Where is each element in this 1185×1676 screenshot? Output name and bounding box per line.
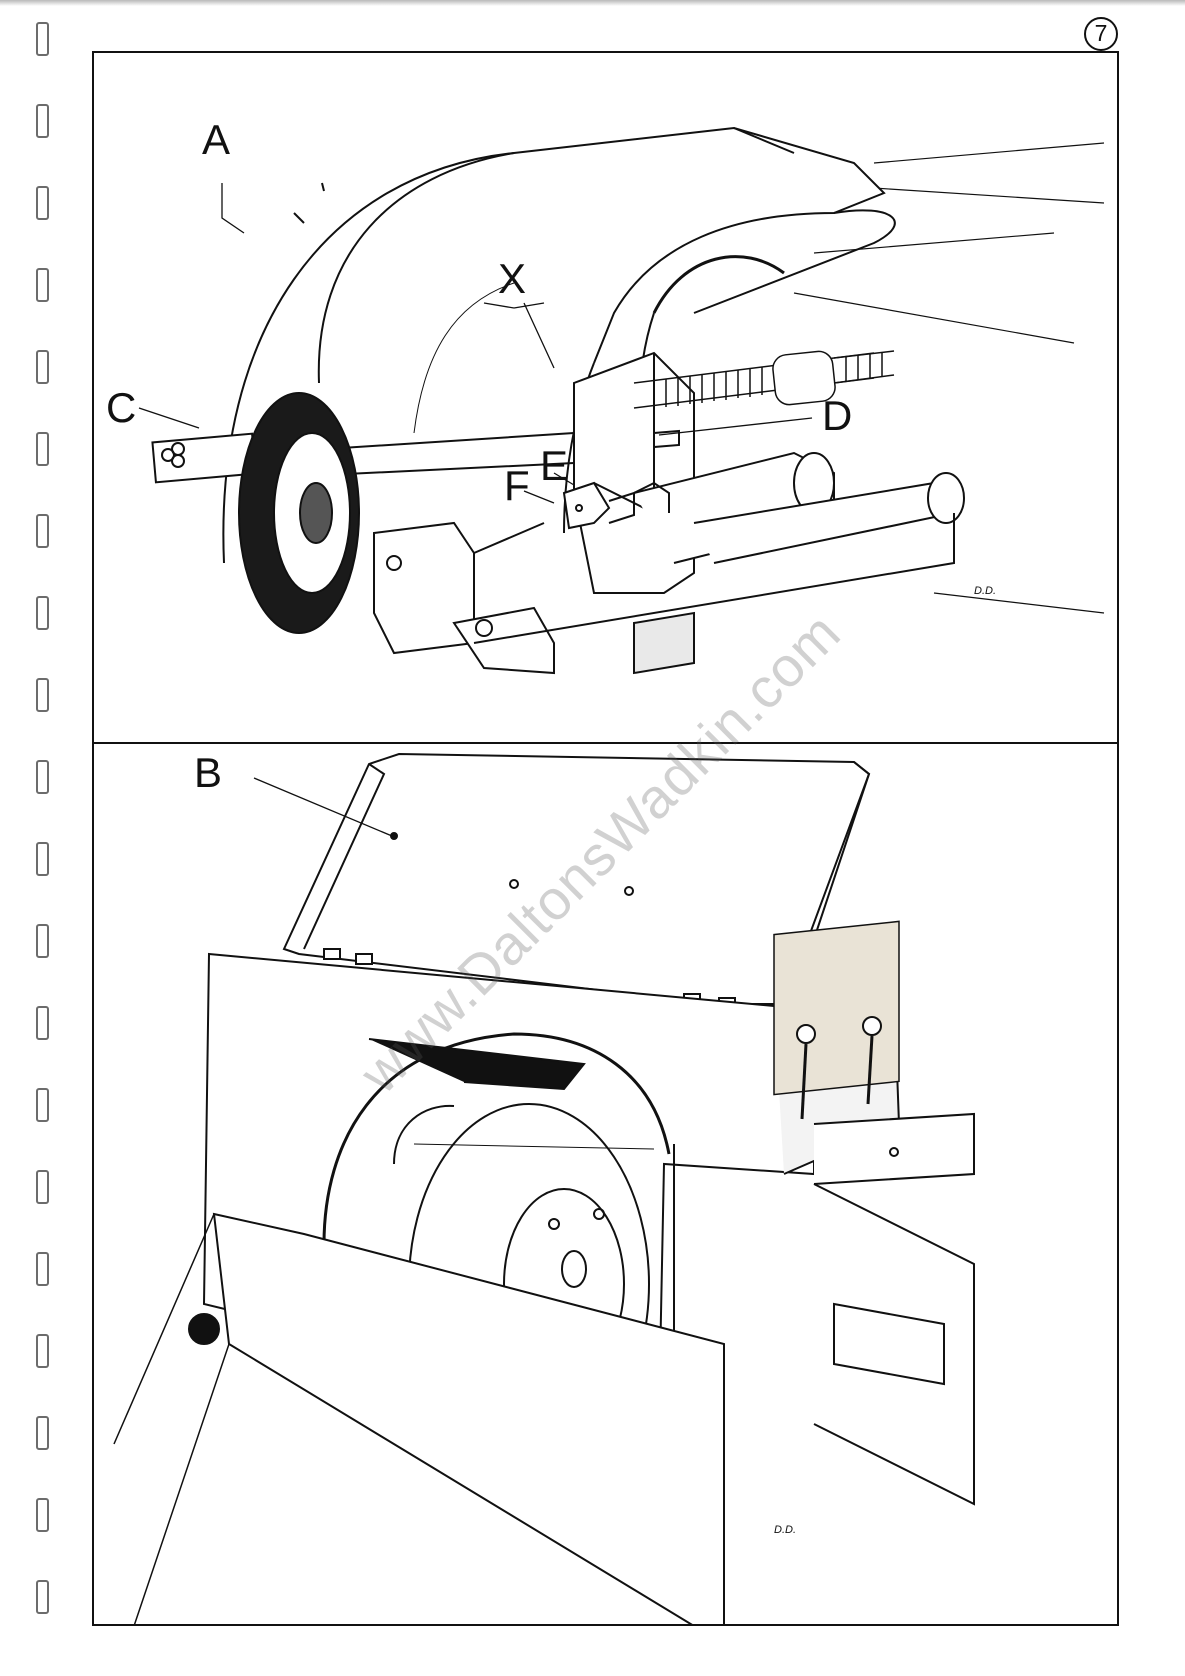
page-edge [0,0,1185,6]
binding-ring [36,432,49,466]
spiral-binding [30,0,60,1676]
callout-f: F [504,465,530,507]
binding-ring [36,924,49,958]
guard-knob [189,1314,219,1344]
binding-ring [36,104,49,138]
figure-bottom-panel: B D.D. [92,742,1119,1626]
hinged-cover-illustration [94,744,1119,1626]
callout-c: C [106,387,136,429]
binding-ring [36,1252,49,1286]
figure-top-panel: A C X D E F D.D. [92,51,1119,744]
binding-ring [36,350,49,384]
binding-ring [36,22,49,56]
binding-ring [36,596,49,630]
page-number: 7 [1084,17,1118,51]
binding-ring [36,1580,49,1614]
binding-ring [36,1498,49,1532]
callout-x: X [498,258,526,300]
artist-initials-bottom: D.D. [774,1524,796,1536]
binding-ring [36,514,49,548]
binding-ring [36,842,49,876]
binding-ring [36,678,49,712]
slide-frame [374,523,474,653]
artist-initials: D.D. [974,585,996,597]
binding-ring [36,1416,49,1450]
callout-b: B [194,752,222,794]
callout-a: A [202,119,230,161]
binding-ring [36,268,49,302]
binding-ring [36,1088,49,1122]
callout-d: D [822,395,852,437]
binding-ring [36,1170,49,1204]
binding-ring [36,760,49,794]
binding-ring [36,186,49,220]
binding-ring [36,1334,49,1368]
callout-e: E [540,445,568,487]
guard-spindle-illustration [94,53,1119,744]
binding-ring [36,1006,49,1040]
